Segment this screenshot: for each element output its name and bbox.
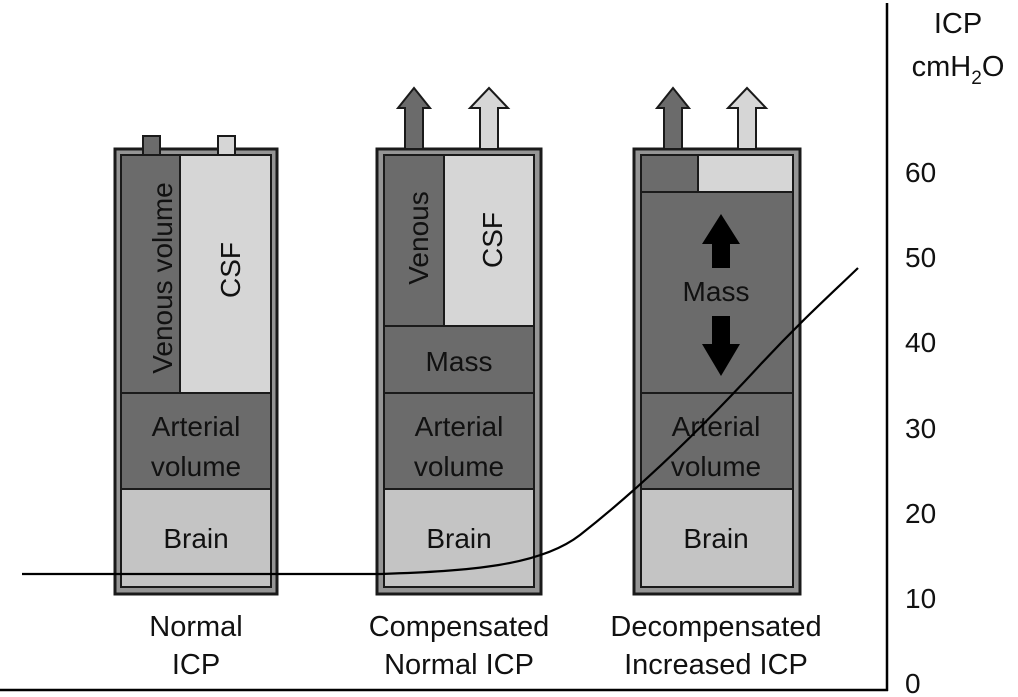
brain-block xyxy=(120,488,272,588)
brain-label: Brain xyxy=(683,523,748,554)
tick-label: 0 xyxy=(905,668,921,697)
arterial-volume-block xyxy=(383,392,535,490)
tick-label: 50 xyxy=(905,242,936,273)
arterial-label-line2: volume xyxy=(414,451,504,482)
mass-expand-down-arrow-icon xyxy=(702,316,740,376)
tick-label: 60 xyxy=(905,157,936,188)
venous-outlet xyxy=(142,135,161,156)
venous-outflow-arrow-icon xyxy=(395,86,433,150)
brain-block xyxy=(640,488,794,588)
arterial-volume-block xyxy=(640,392,794,490)
mass-expand-up-arrow-icon xyxy=(702,214,740,268)
csf-outflow-arrow-icon xyxy=(725,86,769,150)
csf-block xyxy=(443,154,535,327)
unit-main: cmH xyxy=(912,51,972,83)
axis-title-unit: cmH2O xyxy=(912,51,1005,89)
venous-label: Venous xyxy=(403,191,434,284)
caption-line1: Decompensated xyxy=(610,611,821,643)
csf-block xyxy=(697,154,794,193)
caption-line1: Normal xyxy=(149,611,242,643)
brain-label: Brain xyxy=(426,523,491,554)
arterial-label-line1: Arterial xyxy=(415,411,504,442)
brain-label: Brain xyxy=(163,523,228,554)
csf-outflow-arrow-icon xyxy=(467,86,511,150)
unit-end: O xyxy=(982,51,1005,83)
caption-line2: Increased ICP xyxy=(624,649,808,681)
csf-label: CSF xyxy=(477,212,508,268)
tick-label: 30 xyxy=(905,413,936,444)
caption-line1: Compensated xyxy=(369,611,550,643)
column-decompensated: Mass Arterial volume Brain Decompensated… xyxy=(610,86,822,681)
tick-label: 20 xyxy=(905,498,936,529)
mass-label: Mass xyxy=(426,346,493,377)
csf-outlet xyxy=(217,135,236,156)
mass-label: Mass xyxy=(683,276,750,307)
arterial-label-line2: volume xyxy=(151,451,241,482)
axis-title-icp: ICP xyxy=(934,8,982,40)
csf-label: CSF xyxy=(215,242,246,298)
tick-label: 40 xyxy=(905,327,936,358)
caption-line2: ICP xyxy=(172,649,220,681)
arterial-label-line1: Arterial xyxy=(672,411,761,442)
venous-volume-label: Venous volume xyxy=(147,182,178,373)
venous-block xyxy=(640,154,699,193)
column-compensated: Venous CSF Mass Arterial volume Brain Co… xyxy=(369,86,550,681)
tick-label: 10 xyxy=(905,583,936,614)
unit-subscript: 2 xyxy=(971,68,982,89)
arterial-label-line1: Arterial xyxy=(152,411,241,442)
icp-tick-labels: 60 50 40 30 20 10 0 xyxy=(905,157,936,697)
mass-block xyxy=(383,325,535,394)
arterial-label-line2: volume xyxy=(671,451,761,482)
icp-pressure-curve xyxy=(22,267,859,576)
caption-line2: Normal ICP xyxy=(384,649,534,681)
venous-outflow-arrow-icon xyxy=(654,86,692,150)
column-normal: Venous volume CSF Arterial volume Brain … xyxy=(113,135,279,681)
csf-block xyxy=(179,154,272,394)
